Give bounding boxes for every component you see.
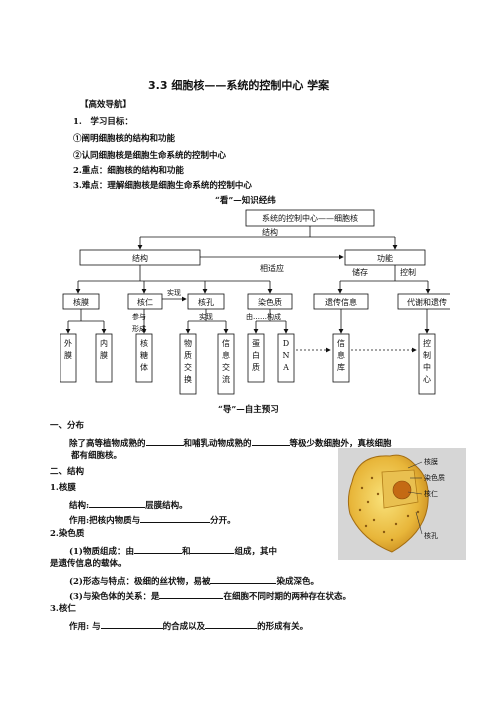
cm-compose: 由……构成 (246, 312, 281, 321)
page-title: 3.3 细胞核——系统的控制中心 学案 (148, 79, 330, 92)
cm-root: 系统的控制中心——细胞核 (262, 213, 358, 223)
n2-heading: 2.染色质 (50, 529, 85, 539)
n2-line3: (3)与染色体的关系：是在细胞不同时期的两种存在状态。 (69, 589, 351, 603)
nav-header: 【高效导航】 (80, 100, 132, 110)
n2-line1-cont: 是遗传信息的载体。 (50, 559, 127, 569)
box-control-center (418, 333, 436, 395)
cm-info-bank: 信息库 (337, 338, 345, 372)
label-pore: 核孔 (424, 531, 438, 540)
cm-adapt: 相适应 (260, 263, 284, 273)
cm-store: 储存 (352, 267, 368, 277)
cm-nucleolus: 核仁 (137, 297, 153, 307)
n1-structure: 结构:层膜结构。 (69, 498, 188, 512)
cm-form: 形成 (132, 324, 146, 333)
cm-participate: 参与 (132, 312, 146, 321)
label-chromatin: 染色质 (424, 473, 445, 482)
label-membrane: 核膜 (424, 457, 438, 466)
cm-ribosome: 核糖体 (140, 338, 148, 372)
look-heading: “看”—知识经纬 (215, 196, 276, 206)
cm-struct-rel: 结构 (262, 227, 278, 237)
box-material (179, 333, 197, 395)
box-ribosome (135, 333, 153, 383)
cm-realize: 实现 (199, 312, 213, 321)
goal-1: ①阐明细胞核的结构和功能 (73, 134, 176, 144)
cm-pore: 核孔 (198, 297, 214, 307)
cm-metabolism: 代谢和遗传 (407, 297, 447, 307)
goals-heading: 1. 学习目标： (73, 117, 133, 127)
box-function (344, 249, 426, 266)
cm-material: 物质交换 (184, 338, 192, 384)
box-outer (60, 333, 77, 383)
s1-line2: 都有细胞核。 (71, 451, 123, 461)
cm-control: 控制 (400, 267, 416, 277)
guide-heading: “导”—自主预习 (218, 405, 279, 415)
difficult-point: 3.难点：理解细胞核是细胞生命系统的控制中心 (73, 181, 252, 191)
box-nucleolus (127, 293, 163, 310)
n2-line2: (2)形态与特点：极细的丝状物，易被染成深色。 (69, 574, 319, 588)
s2-heading: 二、结构 (50, 467, 85, 477)
cm-present: 实现 (167, 288, 181, 297)
cm-control-center: 控制中心 (423, 338, 431, 384)
box-protein (247, 333, 265, 383)
n3-heading: 3.核仁 (50, 604, 76, 614)
cm-structure: 结构 (132, 253, 148, 263)
goal-2: ②认同细胞核是细胞生命系统的控制中心 (73, 151, 227, 161)
n3-line: 作用: 与的合成以及的形成有关。 (69, 619, 308, 633)
nucleus-figure: 核膜 染色质 核仁 核孔 (338, 448, 466, 560)
cm-function: 功能 (377, 253, 393, 263)
n1-heading: 1.核膜 (50, 483, 76, 493)
box-info-exchange (217, 333, 235, 395)
cm-genetic-info: 遗传信息 (325, 297, 357, 307)
label-nucleolus: 核仁 (424, 489, 438, 498)
cm-membrane: 核膜 (73, 297, 89, 307)
cm-inner: 内膜 (100, 338, 108, 360)
s1-line1: 除了高等植物成熟的和哺乳动物成熟的等极少数细胞外，真核细胞 (69, 436, 392, 450)
n2-line1: (1)物质组成：由和组成，其中 (69, 544, 277, 558)
concept-map: 系统的控制中心——细胞核 结构 结构 功能 相适应 储存 控制 核膜 核仁 实现… (60, 209, 450, 395)
cm-protein: 蛋白质 (252, 339, 260, 372)
s1-heading: 一、分布 (50, 421, 85, 431)
cm-outer: 外膜 (64, 338, 72, 360)
box-inner (95, 333, 113, 383)
cm-chromatin: 染色质 (258, 297, 282, 307)
box-dna (277, 333, 295, 383)
pore-dots (358, 476, 420, 542)
key-point: 2.重点：细胞核的结构和功能 (73, 166, 184, 176)
n1-function: 作用:把核内物质与分开。 (69, 513, 236, 527)
box-info-bank (332, 333, 350, 383)
nucleolus-shape (392, 480, 412, 500)
cm-info-exchange: 信息交流 (222, 338, 230, 384)
